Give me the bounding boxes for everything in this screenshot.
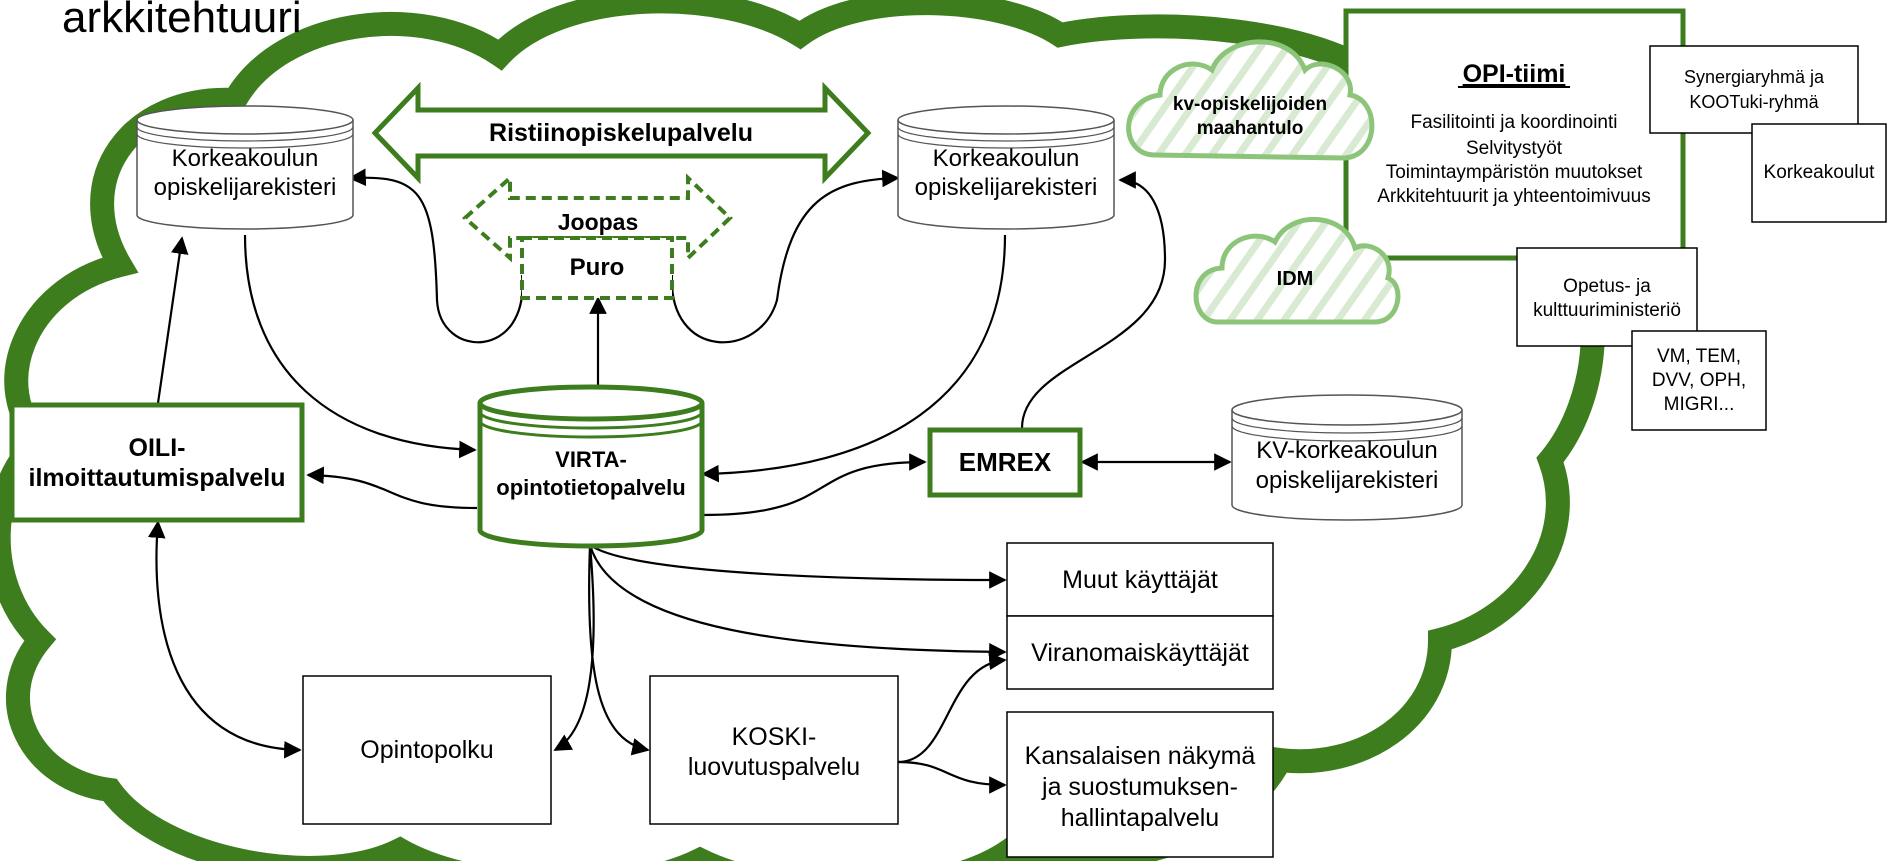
koski-line2: luovutuspalvelu — [688, 753, 860, 781]
synergia-line2: KOOTuki-ryhmä — [1689, 92, 1819, 112]
opi-item-3: Arkkitehtuurit ja yhteentoimivuus — [1377, 186, 1651, 207]
kv-cloud-line1: kv-opiskelijoiden — [1173, 94, 1327, 115]
kansalainen-line2: ja suostumuksen- — [1041, 773, 1238, 801]
okm-box: Opetus- ja kulttuuriministeriö — [1516, 247, 1698, 347]
oili-box: OILI- ilmoittautumispalvelu — [9, 402, 305, 523]
muut-label: Muut käyttäjät — [1062, 566, 1218, 594]
diagram-title: arkkitehtuuri — [62, 0, 302, 42]
kv-cloud-line2: maahantulo — [1197, 118, 1304, 139]
emrex-label: EMREX — [959, 447, 1052, 477]
register-left-line2: opiskelijarekisteri — [154, 174, 337, 201]
kv-register-line1: KV-korkeakoulun — [1256, 437, 1437, 464]
kv-register: KV-korkeakoulun opiskelijarekisteri — [1231, 394, 1463, 521]
idm-label: IDM — [1277, 268, 1314, 290]
korkeakoulut-box: Korkeakoulut — [1751, 123, 1887, 223]
koski-line1: KOSKI- — [732, 723, 817, 751]
muut-box: Muut käyttäjät — [1006, 542, 1274, 617]
okm-line2: kulttuuriministeriö — [1533, 300, 1681, 321]
emrex-box: EMREX — [927, 427, 1083, 498]
opi-item-0: Fasilitointi ja koordinointi — [1411, 112, 1618, 133]
virta-line2: opintotietopalvelu — [496, 475, 685, 500]
virta-cylinder: VIRTA- opintotietopalvelu — [477, 384, 705, 549]
ristiinopiskelu-label: Ristiinopiskelupalvelu — [489, 119, 753, 147]
joopas-label: Joopas — [558, 209, 639, 235]
opi-team-panel: OPI-tiimi Fasilitointi ja koordinointi S… — [1343, 8, 1686, 261]
puro-box: Puro — [520, 236, 674, 300]
opi-item-2: Toimintaympäristön muutokset — [1386, 162, 1643, 183]
vm-box: VM, TEM, DVV, OPH, MIGRI... — [1631, 330, 1767, 431]
register-right-line2: opiskelijarekisteri — [915, 174, 1098, 201]
koski-box: KOSKI- luovutuspalvelu — [649, 675, 899, 825]
okm-line1: Opetus- ja — [1563, 276, 1651, 297]
viranomais-box: Viranomaiskäyttäjät — [1006, 615, 1274, 690]
ristiinopiskelu-arrow: Ristiinopiskelupalvelu — [371, 81, 872, 185]
korkeakoulut-label: Korkeakoulut — [1764, 162, 1876, 183]
register-right: Korkeakoulun opiskelijarekisteri — [897, 105, 1115, 230]
register-left: Korkeakoulun opiskelijarekisteri — [136, 105, 354, 230]
kansalainen-box: Kansalaisen näkymä ja suostumuksen- hall… — [1006, 711, 1274, 858]
virta-line1: VIRTA- — [555, 447, 627, 472]
idm-cloud: IDM — [1193, 217, 1401, 325]
oili-line2: ilmoittautumispalvelu — [29, 464, 286, 492]
opi-team-title: OPI-tiimi — [1463, 60, 1566, 88]
viranomais-label: Viranomaiskäyttäjät — [1031, 639, 1249, 667]
vm-line3: MIGRI... — [1664, 394, 1735, 415]
kansalainen-line3: hallintapalvelu — [1061, 804, 1219, 832]
register-right-line1: Korkeakoulun — [933, 145, 1080, 172]
opintopolku-label: Opintopolku — [360, 736, 493, 764]
vm-line2: DVV, OPH, — [1652, 370, 1746, 391]
synergia-box: Synergiaryhmä ja KOOTuki-ryhmä — [1649, 45, 1859, 134]
puro-label: Puro — [570, 254, 625, 281]
vm-line1: VM, TEM, — [1657, 346, 1741, 367]
connectors — [147, 168, 1232, 794]
register-left-line1: Korkeakoulun — [172, 145, 319, 172]
opi-item-1: Selvitystyöt — [1466, 138, 1563, 159]
kv-cloud: kv-opiskelijoiden maahantulo — [1126, 39, 1375, 161]
synergia-line1: Synergiaryhmä ja — [1684, 67, 1825, 87]
oili-line1: OILI- — [129, 434, 186, 462]
opintopolku-box: Opintopolku — [302, 675, 552, 825]
kv-register-line2: opiskelijarekisteri — [1256, 467, 1439, 494]
kansalainen-line1: Kansalaisen näkymä — [1025, 742, 1256, 770]
